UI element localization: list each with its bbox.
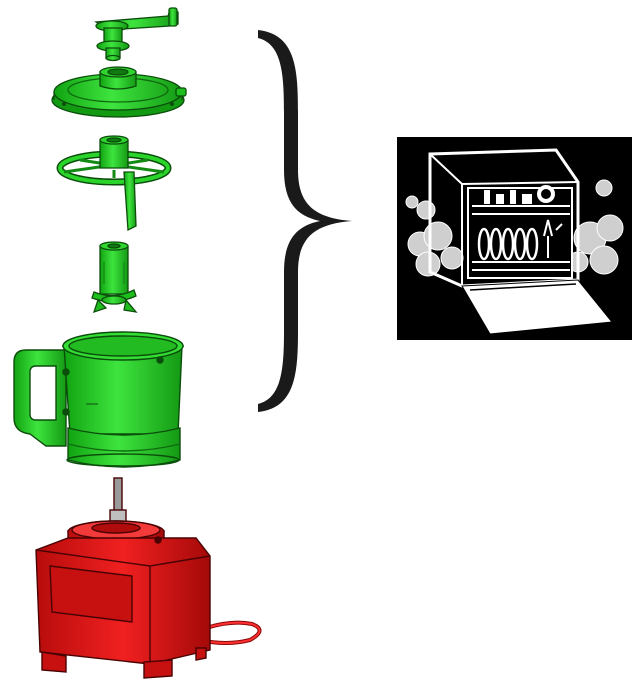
wiper-scraper (60, 136, 168, 230)
blade-assembly (92, 242, 136, 312)
bowl-lid (52, 67, 186, 117)
crank-handle-lid-insert (96, 8, 178, 61)
dishwasher-icon (397, 137, 632, 340)
motor-base (36, 478, 260, 678)
grouping-brace (258, 30, 352, 412)
bowl-with-handle (14, 332, 184, 467)
